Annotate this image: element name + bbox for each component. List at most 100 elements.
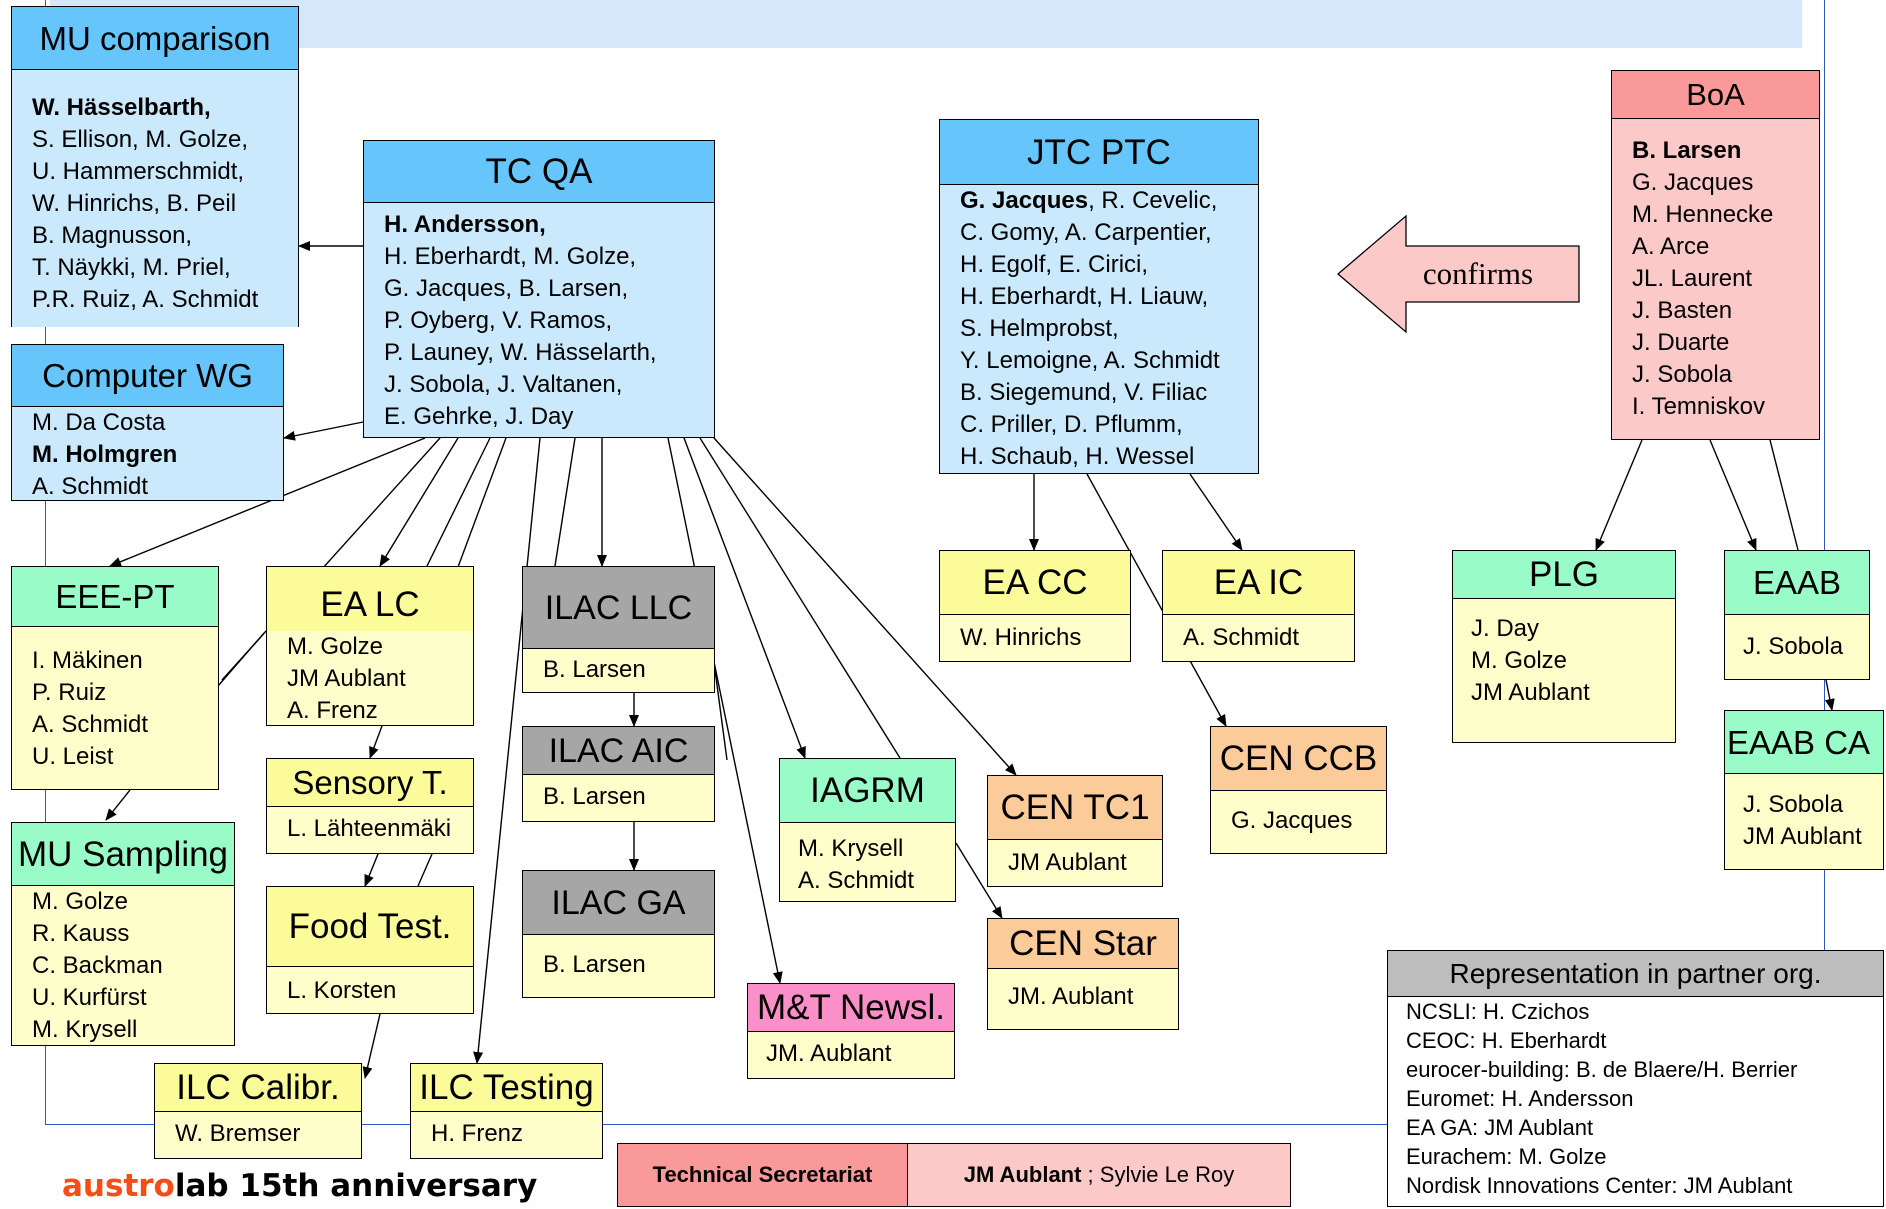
link-eeept-musampling <box>105 789 131 821</box>
ilac-llc-members: B. Larsen <box>523 649 714 692</box>
link-tcqa-side-e <box>699 437 901 759</box>
anniversary-brand: austrolab 15th anniversary <box>62 1168 538 1204</box>
food-test-box: Food Test. L. Korsten <box>266 886 474 1014</box>
eaab-ca-members: J. Sobola JM Aublant <box>1725 774 1883 869</box>
jtc-ptc-title: JTC PTC <box>940 120 1258 185</box>
ilac-ga-title: ILAC GA <box>523 871 714 935</box>
ilac-llc-title: ILAC LLC <box>523 567 714 649</box>
tc-qa-title: TC QA <box>364 141 714 203</box>
plg-box: PLG J. Day M. Golze JM Aublant <box>1452 550 1676 743</box>
link-boa-plg <box>1595 439 1643 551</box>
link-tcqa-iagrm <box>683 437 806 759</box>
mu-comparison-title: MU comparison <box>12 7 298 70</box>
link-tcqa-ealc <box>379 437 459 567</box>
ilc-calibr-members: W. Bremser <box>155 1112 361 1158</box>
jtc-ptc-box: JTC PTC G. Jacques, R. Cevelic, C. Gomy,… <box>939 119 1259 474</box>
ilc-calibr-box: ILC Calibr. W. Bremser <box>154 1063 362 1159</box>
ea-cc-title: EA CC <box>940 551 1130 615</box>
mu-sampling-title: MU Sampling <box>12 823 234 886</box>
eee-pt-members: I. Mäkinen P. Ruiz A. Schmidt U. Leist <box>12 627 218 789</box>
jtc-ptc-members: G. Jacques, R. Cevelic, C. Gomy, A. Carp… <box>940 185 1258 473</box>
link-tcqa-computerwg <box>283 421 364 441</box>
ilc-testing-box: ILC Testing H. Frenz <box>410 1063 603 1159</box>
link-jtcptc-cenccb <box>1086 473 1227 727</box>
iagrm-title: IAGRM <box>780 759 955 823</box>
secretariat-names: JM Aublant ; Sylvie Le Roy <box>908 1144 1290 1206</box>
cen-ccb-members: G. Jacques <box>1211 791 1386 853</box>
computer-wg-title: Computer WG <box>12 345 283 407</box>
tc-qa-members: H. Andersson, H. Eberhardt, M. Golze, G.… <box>364 203 714 437</box>
eee-pt-box: EEE-PT I. Mäkinen P. Ruiz A. Schmidt U. … <box>11 566 219 790</box>
representation-list: NCSLI: H. Czichos CEOC: H. Eberhardt eur… <box>1406 999 1798 1198</box>
eaab-ca-box: EAAB CA J. Sobola JM Aublant <box>1724 710 1884 870</box>
sensory-title: Sensory T. <box>267 759 473 807</box>
iagrm-members: M. Krysell A. Schmidt <box>780 823 955 901</box>
link-sensory-food <box>364 853 379 887</box>
mu-sampling-box: MU Sampling M. Golze R. Kauss C. Backman… <box>11 822 235 1046</box>
tc-qa-box: TC QA H. Andersson, H. Eberhardt, M. Gol… <box>363 140 715 438</box>
eaab-ca-title: EAAB CA <box>1725 711 1883 774</box>
plg-title: PLG <box>1453 551 1675 599</box>
mu-sampling-members: M. Golze R. Kauss C. Backman U. Kurfürst… <box>12 886 234 1045</box>
ea-cc-members: W. Hinrichs <box>940 615 1130 661</box>
cen-ccb-title: CEN CCB <box>1211 727 1386 791</box>
link-boa-side <box>1769 439 1799 551</box>
link-jtcptc-eaic <box>1189 473 1243 551</box>
eaab-title: EAAB <box>1725 551 1869 615</box>
ea-cc-box: EA CC W. Hinrichs <box>939 550 1131 662</box>
ea-ic-box: EA IC A. Schmidt <box>1162 550 1355 662</box>
title-banner <box>50 0 1802 48</box>
link-tcqa-eeept <box>109 437 426 567</box>
secretariat-label: Technical Secretariat <box>618 1144 908 1206</box>
ilac-aic-title: ILAC AIC <box>523 727 714 775</box>
mt-newsl-members: JM. Aublant <box>748 1032 954 1078</box>
food-test-title: Food Test. <box>267 887 473 967</box>
link-tcqa-ilctesting <box>473 437 541 1064</box>
ilac-aic-members: B. Larsen <box>523 775 714 821</box>
eaab-box: EAAB J. Sobola <box>1724 550 1870 680</box>
link-eeept-side <box>217 631 266 687</box>
ilac-llc-box: ILAC LLC B. Larsen <box>522 566 715 693</box>
ea-lc-title: EA LC <box>267 567 473 631</box>
ea-lc-box: EA LC M. Golze JM Aublant A. Frenz <box>266 566 474 726</box>
sensory-box: Sensory T. L. Lähteenmäki <box>266 758 474 854</box>
ilc-testing-members: H. Frenz <box>411 1112 602 1158</box>
cen-ccb-box: CEN CCB G. Jacques <box>1210 726 1387 854</box>
ilac-ga-box: ILAC GA B. Larsen <box>522 870 715 998</box>
link-eaab-eaabca <box>1824 679 1835 711</box>
link-iagrm-censtar <box>955 842 1003 919</box>
iagrm-box: IAGRM M. Krysell A. Schmidt <box>779 758 956 902</box>
computer-wg-box: Computer WG M. Da Costa M. Holmgren A. S… <box>11 344 284 501</box>
link-tcqa-centc1 <box>713 437 1017 776</box>
cen-tc1-box: CEN TC1 JM Aublant <box>987 775 1163 887</box>
plg-members: J. Day M. Golze JM Aublant <box>1453 599 1675 742</box>
link-tcqa-mtnewsl <box>667 437 783 984</box>
cen-star-box: CEN Star JM. Aublant <box>987 918 1179 1030</box>
link-tcqa-side-d <box>554 437 576 567</box>
ilac-aic-box: ILAC AIC B. Larsen <box>522 726 715 822</box>
mt-newsl-box: M&T Newsl. JM. Aublant <box>747 983 955 1079</box>
link-ealc-sensory <box>369 725 383 759</box>
secretariat-box: Technical Secretariat JM Aublant ; Sylvi… <box>617 1143 1291 1207</box>
boa-box: BoA B. Larsen G. Jacques M. Hennecke A. … <box>1611 70 1820 440</box>
ea-lc-members: M. Golze JM Aublant A. Frenz <box>267 631 473 725</box>
cen-tc1-members: JM Aublant <box>988 840 1162 886</box>
link-ilacllc-side <box>714 669 728 761</box>
link-boa-eaab <box>1709 439 1757 551</box>
mu-comparison-members: W. Hässelbarth, S. Ellison, M. Golze, U.… <box>12 70 298 327</box>
representation-box: Representation in partner org. NCSLI: H.… <box>1387 950 1884 1207</box>
cen-star-title: CEN Star <box>988 919 1178 969</box>
link-food-ilccalibr <box>362 1013 381 1079</box>
ea-ic-title: EA IC <box>1163 551 1354 615</box>
food-test-members: L. Korsten <box>267 967 473 1013</box>
confirms-arrow: confirms <box>1336 214 1580 334</box>
cen-tc1-title: CEN TC1 <box>988 776 1162 840</box>
confirms-label: confirms <box>1423 256 1533 291</box>
sensory-members: L. Lähteenmäki <box>267 807 473 853</box>
eaab-members: J. Sobola <box>1725 615 1869 679</box>
boa-members: B. Larsen G. Jacques M. Hennecke A. Arce… <box>1612 119 1819 439</box>
ea-ic-members: A. Schmidt <box>1163 615 1354 661</box>
ilc-testing-title: ILC Testing <box>411 1064 602 1112</box>
cen-star-members: JM. Aublant <box>988 969 1178 1029</box>
